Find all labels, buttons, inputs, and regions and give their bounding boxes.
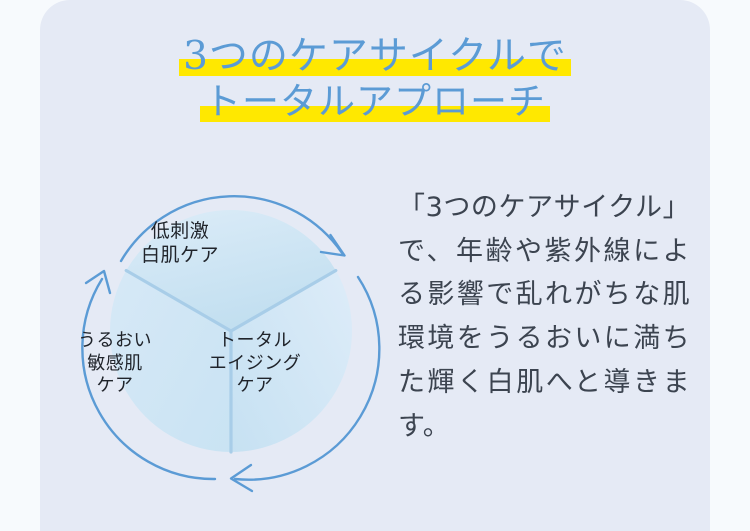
cycle-segment-left (109, 270, 231, 452)
cycle-segment-right (231, 270, 353, 452)
description-paragraph: 「3つのケアサイクル」で、年齢や紫外線による影響で乱れがちな肌環境をうるおいに満… (398, 192, 690, 442)
title-line-1: 3つのケアサイクルで (179, 34, 571, 80)
cycle-arrow-top-head (319, 233, 346, 257)
cycle-arrow-bottom-arc (233, 275, 381, 481)
title-highlight-band-1 (179, 59, 571, 77)
cycle-arrow-top-arc (119, 195, 344, 263)
divider-up-left (124, 268, 233, 333)
title-line-2: トータルアプローチ (200, 80, 550, 124)
cycle-segment-label-right: トータル エイジング ケア (208, 330, 302, 397)
divider-up-right (229, 268, 338, 333)
page-title: 3つのケアサイクルで トータルアプローチ (40, 34, 710, 124)
cycle-dividers (124, 268, 338, 454)
cycle-arrow-left-head (84, 269, 112, 295)
title-line-2-text: トータルアプローチ (204, 80, 546, 124)
title-line-1-text: 3つのケアサイクルで (183, 34, 567, 79)
title-highlight-band-2 (200, 105, 550, 122)
cycle-segment-label-left: うるおい 敏感肌 ケア (78, 330, 152, 397)
cycle-arrows (81, 195, 381, 493)
cycle-arrow-left-arc (81, 277, 217, 481)
cycle-segment-label-top: 低刺激 白肌ケア (140, 220, 219, 266)
cycle-arrow-bottom-head (229, 463, 254, 493)
care-cycle-diagram (55, 183, 385, 513)
